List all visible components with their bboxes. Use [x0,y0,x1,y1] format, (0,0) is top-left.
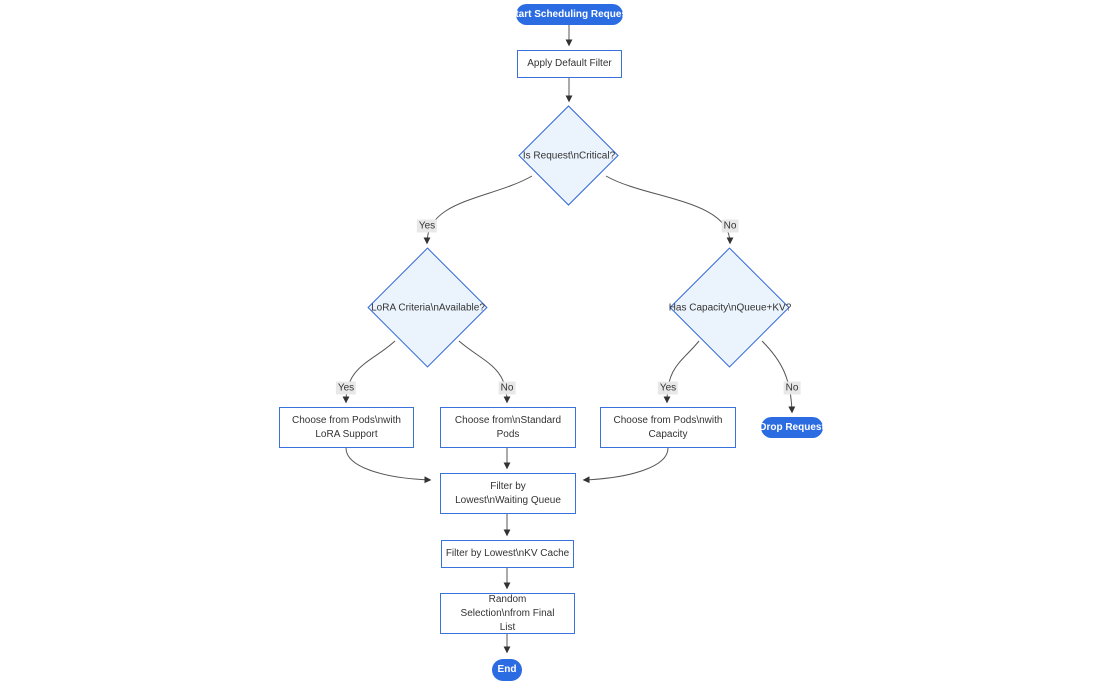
node-filter-kv-cache: Filter by Lowest\nKV Cache [441,540,574,568]
node-apply-default-filter: Apply Default Filter [517,50,622,78]
node-choose-capacity-pods: Choose from Pods\nwith Capacity [600,407,736,448]
node-choose-standard-pods: Choose from\nStandard Pods [440,407,576,448]
node-start: Start Scheduling Request [509,4,630,25]
edge-is-critical-no [605,175,734,245]
edge-choose-capacity-to-filter-queue [582,447,669,484]
node-choose-lora-pods: Choose from Pods\nwith LoRA Support [279,407,414,448]
edge-label-lora-no: No [498,381,516,395]
edge-label-capacity-yes: Yes [657,381,679,395]
node-drop-request: Drop Request [759,417,825,438]
edge-label-critical-no: No [721,219,739,233]
edge-capacity-no [761,340,796,414]
node-end: End [492,659,522,681]
node-lora-criteria-label: LoRA Criteria\nAvailable? [371,302,485,314]
edge-choose-lora-to-filter-queue [345,447,432,484]
node-random-selection: Random Selection\nfrom Final List [440,593,575,634]
edge-label-lora-yes: Yes [335,381,357,395]
node-filter-waiting-queue: Filter by Lowest\nWaiting Queue [440,473,576,514]
edge-label-capacity-no: No [783,381,801,395]
node-has-capacity-label: Has Capacity\nQueue+KV? [668,302,792,314]
edge-is-critical-yes [423,175,533,245]
node-is-critical-label: Is Request\nCritical? [522,150,616,162]
edge-label-critical-yes: Yes [416,219,438,233]
